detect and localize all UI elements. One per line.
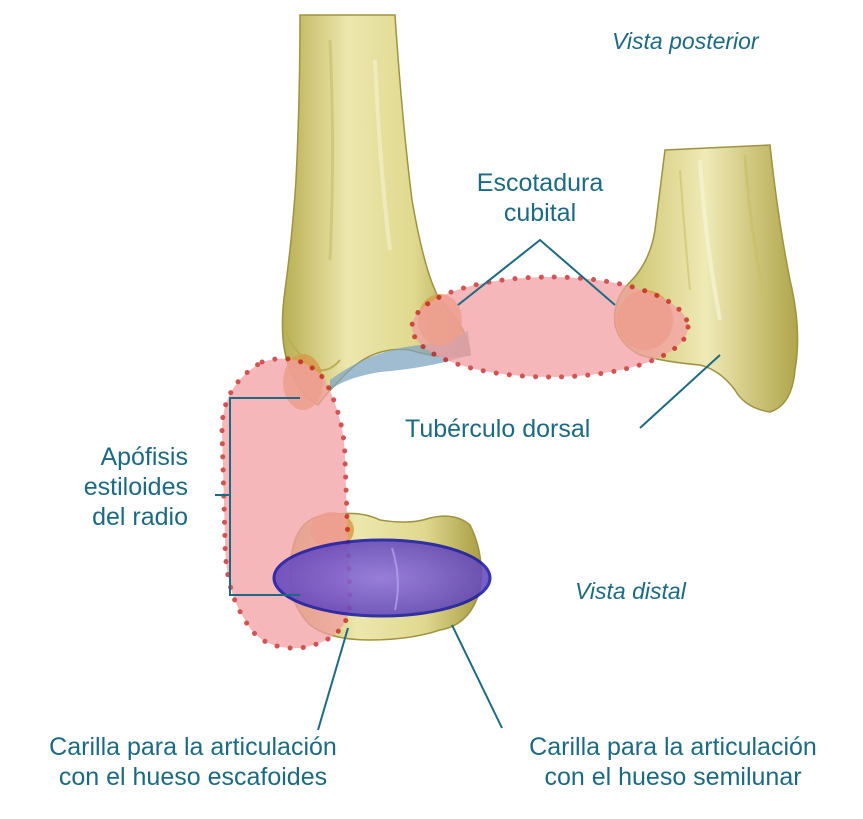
label-escotadura-cubital: Escotadura cubital [440,168,640,228]
leader-semilunar [451,624,503,729]
leader-tuberculo [639,354,721,429]
label-line: estiloides [83,473,188,501]
highlight-escotadura-region [409,274,691,380]
label-tuberculo-dorsal: Tubérculo dorsal [405,415,591,443]
label-apofisis-estiloides: Apófisis estiloides del radio [40,442,188,532]
label-line: con el hueso escafoides [58,763,328,791]
label-line: Apófisis [100,443,188,471]
leader-escotadura [457,238,616,306]
label-line: Carilla para la articulación [529,733,817,761]
label-carilla-escafoides: Carilla para la articulación con el hues… [8,732,378,792]
label-line: Escotadura [476,169,604,197]
leader-lines [215,238,721,731]
label-line: del radio [92,503,188,531]
leader-escafoides [317,627,349,731]
label-line: con el hueso semilunar [544,763,802,791]
label-line: cubital [503,199,577,227]
ulna-bone-illustration [613,144,799,413]
label-line: Carilla para la articulación [49,733,337,761]
highlight-carillas-region [272,538,492,618]
label-carilla-semilunar: Carilla para la articulación con el hues… [488,732,858,792]
view-label-distal: Vista distal [575,578,686,604]
leader-apofisis [229,397,300,596]
view-label-posterior: Vista posterior [612,28,759,54]
